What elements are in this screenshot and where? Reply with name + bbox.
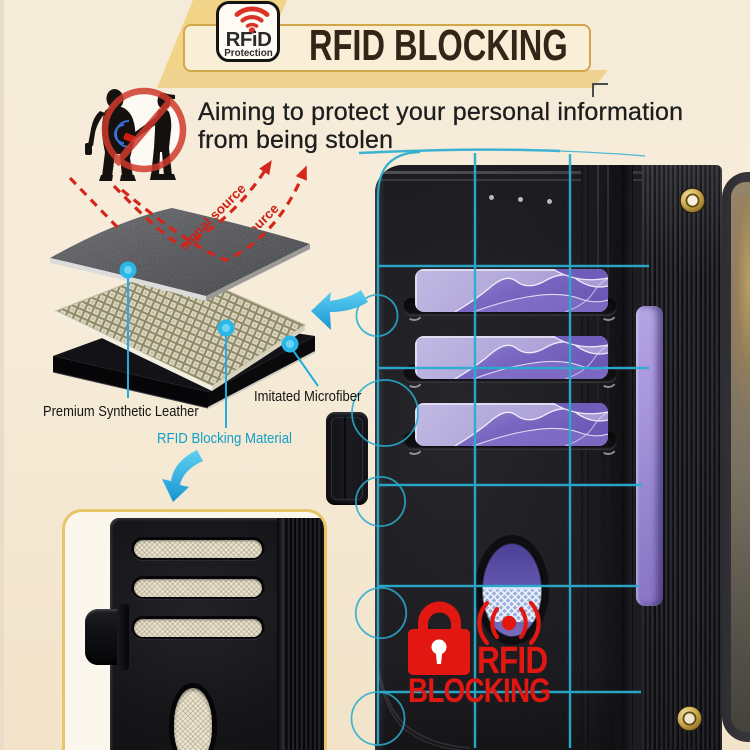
svg-text:RFiD: RFiD xyxy=(226,28,272,51)
svg-text:Protection: Protection xyxy=(224,48,272,59)
